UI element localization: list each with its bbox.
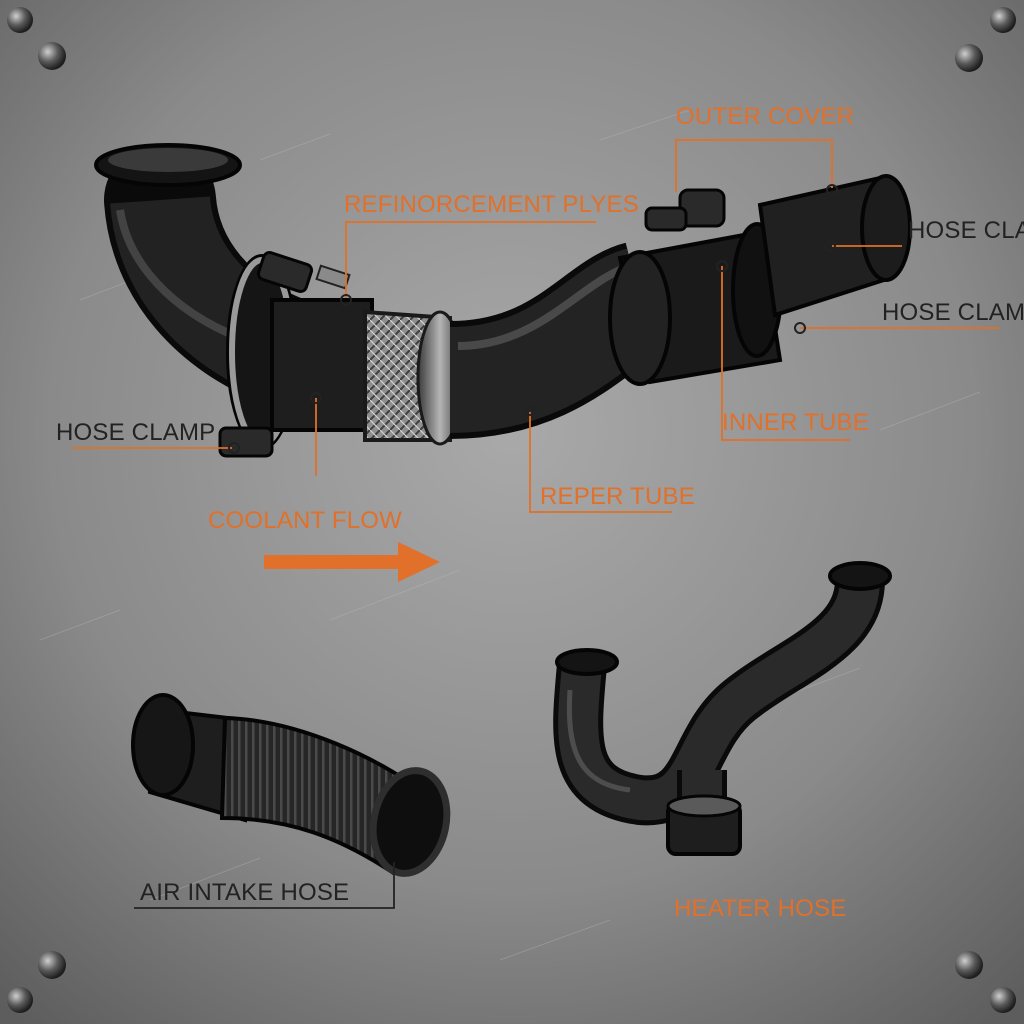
label-hose-clamp-right: HOSE CLAMP (882, 299, 1024, 326)
label-inner-tube: INNER TUBE (722, 409, 869, 436)
air-intake-hose-illustration (131, 693, 451, 877)
rivet-icon (955, 951, 983, 979)
heater-hose-illustration (553, 561, 892, 856)
rivet-icon (38, 42, 66, 70)
rivet-icon (990, 987, 1016, 1013)
arrow-right-icon (264, 542, 440, 582)
label-hose-clamp-left: HOSE CLAMP (56, 419, 215, 446)
rivet-icon (990, 7, 1016, 33)
main-hose-assembly (94, 143, 912, 458)
rivet-icon (955, 44, 983, 72)
label-outer-cover: OUTER COVER (676, 103, 854, 130)
label-reper-tube: REPER TUBE (540, 483, 695, 510)
label-hose-clamp-top-right: HOSE CLAMP (908, 217, 1024, 244)
label-coolant-flow: COOLANT FLOW (208, 507, 402, 534)
label-air-intake-hose: AIR INTAKE HOSE (140, 879, 349, 906)
leader-lines (72, 139, 1000, 513)
rivet-icon (7, 987, 33, 1013)
rivets (7, 7, 1016, 1013)
label-heater-hose: HEATER HOSE (674, 895, 846, 922)
rivet-icon (38, 951, 66, 979)
air-intake-leader (134, 862, 395, 909)
rivet-icon (7, 7, 33, 33)
label-reinforcement-plies: REFINORCEMENT PLYES (344, 191, 639, 218)
